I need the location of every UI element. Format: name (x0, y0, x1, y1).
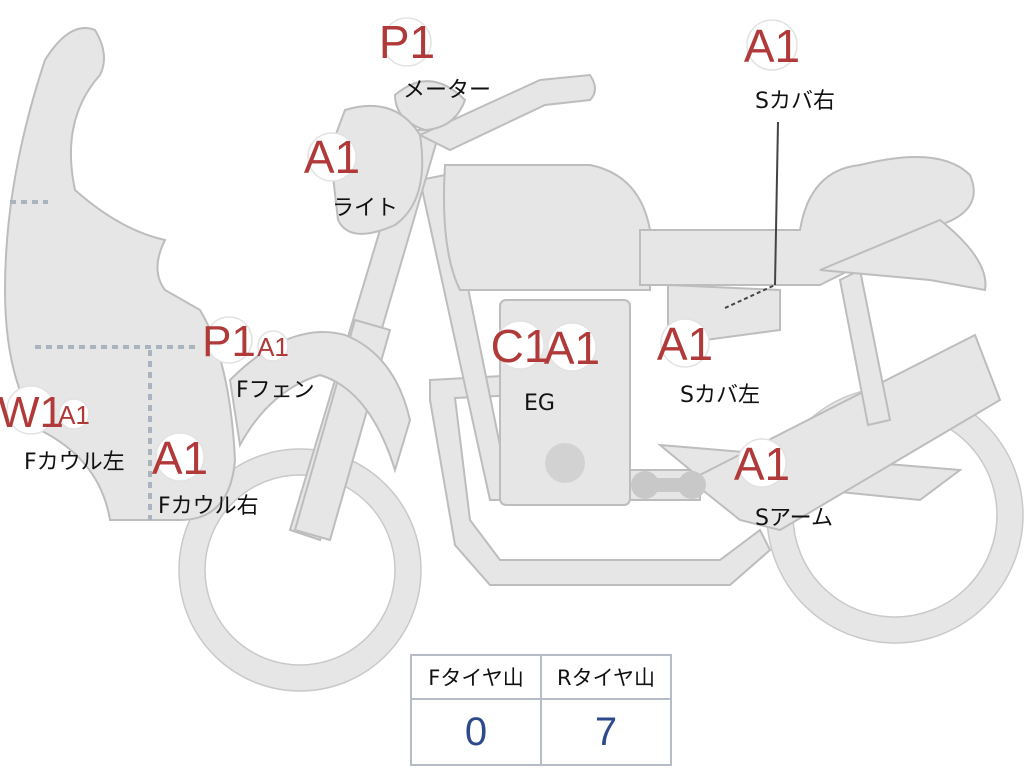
seat (639, 156, 975, 286)
part-meter[interactable]: P1 メーター (379, 16, 491, 103)
front-wheel (178, 448, 422, 692)
engine-label: EG (524, 391, 555, 416)
front-fender (228, 331, 412, 474)
rear-shock (688, 333, 1002, 532)
fuel-tank (443, 164, 651, 291)
part-swing-arm[interactable]: A1 Sアーム (734, 438, 833, 531)
side-cover-right-leader (724, 284, 776, 309)
front-fender-label: Fフェン (236, 378, 315, 403)
engine-cover (545, 443, 585, 483)
meter-label: メーター (403, 78, 491, 103)
front-cowl-left-label: Fカウル左 (24, 450, 125, 475)
light-label: ライト (332, 196, 398, 221)
tire-tread-table: Fタイヤ山 Rタイヤ山 0 7 (410, 654, 672, 766)
part-front-fender[interactable]: P1 A1 Fフェン (202, 316, 315, 403)
front-fender-code-2: A1 (257, 332, 289, 362)
meter-code: P1 (379, 16, 435, 68)
front-cowl-right-label: Fカウル右 (158, 494, 259, 519)
headlight (328, 104, 424, 235)
front-cowl (3, 27, 237, 521)
front-tread-header: Fタイヤ山 (410, 654, 542, 700)
engine-code: C1 (491, 320, 550, 372)
front-cowl-left-code-2: A1 (58, 400, 90, 430)
swing-arm-code: A1 (734, 438, 790, 490)
part-light[interactable]: A1 ライト (304, 131, 398, 221)
side-cover-left-code: A1 (657, 318, 713, 370)
light-code: A1 (304, 131, 360, 183)
part-front-cowl-left[interactable]: W1 A1 Fカウル左 (0, 385, 125, 475)
side-cover-right-code: A1 (744, 20, 800, 72)
side-cover-right-leader-vertical (774, 121, 779, 286)
front-fender-code: P1 (202, 317, 256, 366)
part-side-cover-left[interactable]: A1 Sカバ左 (657, 318, 760, 408)
part-engine[interactable]: C1 A1 EG (491, 320, 601, 416)
rear-tread-value: 7 (540, 698, 672, 766)
part-front-cowl-right[interactable]: A1 Fカウル右 (152, 432, 259, 519)
front-tread-value: 0 (410, 698, 542, 766)
tail-cowl (819, 218, 987, 292)
rear-tread-header: Rタイヤ山 (540, 654, 672, 700)
side-cover-left-label: Sカバ左 (680, 383, 760, 408)
engine-code-2: A1 (544, 322, 600, 374)
front-cowl-right-code: A1 (152, 432, 208, 484)
handlebar (417, 73, 596, 152)
part-side-cover-right[interactable]: A1 Sカバ右 (744, 19, 835, 114)
side-cover-right-label: Sカバ右 (755, 89, 835, 114)
front-cowl-left-code: W1 (0, 388, 64, 437)
swing-arm-label: Sアーム (755, 506, 833, 531)
footpeg (631, 471, 706, 499)
